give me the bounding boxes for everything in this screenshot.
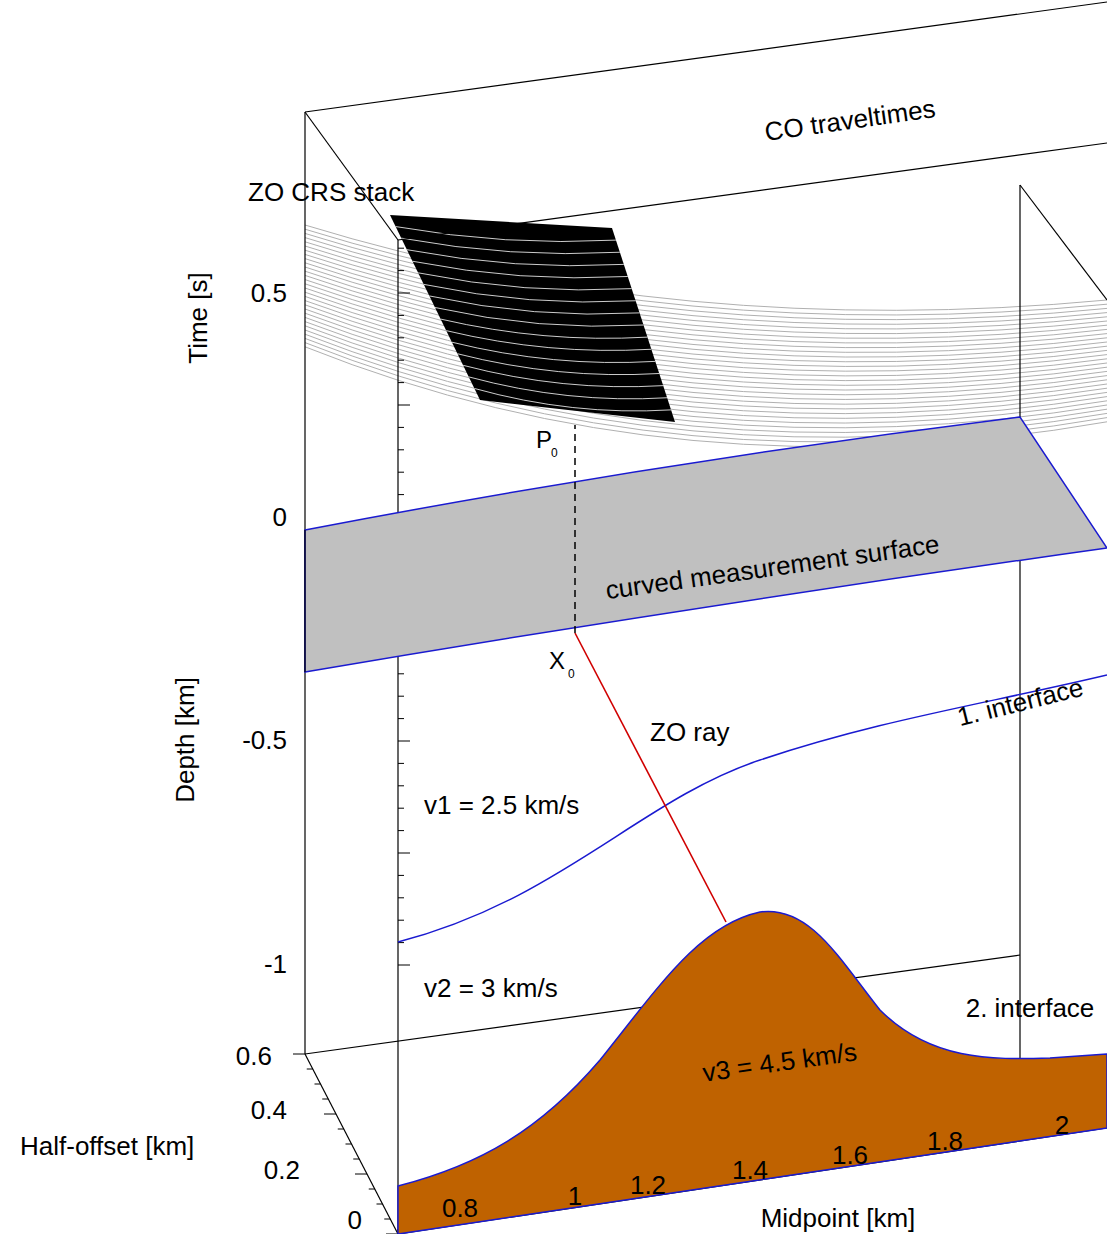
tick — [398, 337, 404, 338]
tick — [315, 1084, 321, 1085]
tick — [338, 1129, 344, 1130]
tick — [398, 293, 410, 294]
tick-label: 1 — [568, 1183, 582, 1209]
tick — [398, 965, 410, 966]
tick — [398, 763, 404, 764]
tick — [293, 1054, 305, 1055]
tick — [398, 830, 404, 831]
stack-line — [429, 296, 639, 314]
tick — [353, 1159, 359, 1160]
tick — [369, 1189, 375, 1190]
ray-label: ZO ray — [650, 719, 729, 745]
tick — [307, 1069, 313, 1070]
tick — [398, 718, 404, 719]
axis-title: Half-offset [km] — [20, 1133, 194, 1159]
stack-lines — [396, 227, 671, 411]
velocity-label: v2 = 3 km/s — [424, 975, 558, 1001]
tick-label: 0.5 — [251, 280, 287, 306]
tick — [355, 1174, 367, 1175]
tick — [398, 741, 410, 742]
projection-line — [574, 425, 576, 633]
tick-label: 0.8 — [442, 1195, 478, 1221]
axis-title: CO traveltimes — [763, 95, 937, 145]
tick — [346, 1144, 352, 1145]
tick — [398, 875, 404, 876]
tick-label: 1.2 — [630, 1172, 666, 1198]
tick — [398, 673, 404, 674]
co-curve — [305, 322, 1107, 419]
velocity-label: v1 = 2.5 km/s — [424, 792, 579, 818]
measurement-surface — [305, 417, 1107, 672]
tick — [398, 382, 404, 383]
stack-line — [418, 273, 632, 290]
stack-line — [407, 250, 624, 266]
tick-label: 0 — [348, 1207, 362, 1233]
tick-label: -1 — [264, 951, 287, 977]
box-frame — [305, 2, 1107, 1234]
crs-stack-surface — [390, 215, 675, 422]
tick-label: 0.6 — [236, 1043, 272, 1069]
co-curve — [305, 334, 1107, 432]
point-subscript: 0 — [568, 668, 575, 680]
tick-label: 1.8 — [927, 1128, 963, 1154]
tick — [398, 472, 404, 473]
co-curve — [305, 326, 1107, 423]
axis-title: Midpoint [km] — [761, 1205, 916, 1231]
tick — [398, 360, 404, 361]
plot-label: ZO CRS stack — [248, 179, 414, 205]
tick-label: 0 — [273, 504, 287, 530]
tick — [384, 1219, 390, 1220]
tick — [398, 696, 404, 697]
halfspace-body — [398, 911, 1107, 1234]
stack-line — [424, 284, 636, 302]
point-label: P — [536, 428, 552, 452]
tick — [398, 494, 404, 495]
co-curve — [305, 317, 1107, 413]
tick-label: -0.5 — [242, 727, 287, 753]
tick — [398, 427, 404, 428]
tick — [398, 853, 410, 854]
tick — [398, 449, 404, 450]
axis-title: Time [s] — [185, 272, 211, 363]
tick — [398, 315, 404, 316]
tick-label: 0.4 — [251, 1097, 287, 1123]
stack-line — [413, 261, 628, 278]
tick-label: 0.2 — [264, 1157, 300, 1183]
axis-title: Depth [km] — [172, 677, 198, 803]
tick — [398, 808, 404, 809]
stack-line — [401, 238, 620, 254]
stack-line — [441, 319, 648, 338]
stack-line — [474, 388, 671, 411]
stack-line — [396, 227, 616, 242]
tick-label: 1.4 — [732, 1157, 768, 1183]
stack-line — [463, 365, 663, 386]
tick-label: 1.6 — [832, 1142, 868, 1168]
interface-label: 2. interface — [966, 995, 1095, 1021]
tick — [322, 1099, 328, 1100]
point-subscript: 0 — [551, 447, 558, 459]
tick-label: 2 — [1055, 1112, 1069, 1138]
tick — [324, 1114, 336, 1115]
stack-line — [446, 331, 651, 351]
tick — [398, 270, 404, 271]
stack-line — [435, 308, 644, 327]
tick — [398, 785, 404, 786]
tick — [398, 405, 410, 406]
zo-ray — [575, 633, 726, 922]
tick — [398, 897, 404, 898]
tick — [398, 248, 404, 249]
co-curve — [305, 330, 1107, 428]
tick — [377, 1204, 383, 1205]
tick — [398, 920, 404, 921]
stack-line — [469, 377, 667, 399]
point-label: X — [549, 649, 565, 673]
frame-edge — [304, 530, 305, 672]
